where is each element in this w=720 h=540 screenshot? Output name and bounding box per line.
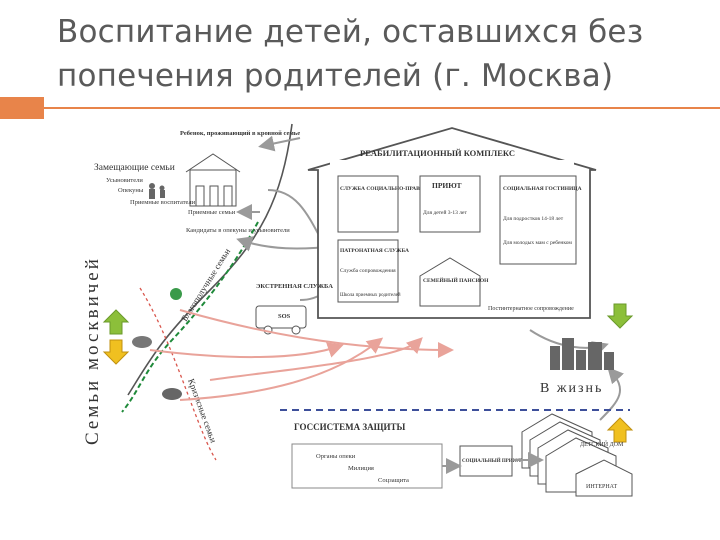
legal-service-box [337, 175, 399, 233]
state-system-title: ГОССИСТЕМА ЗАЩИТЫ [294, 422, 405, 432]
safe-families-line [121, 221, 259, 413]
replacement-item-2: Опекуны [118, 187, 144, 194]
storm-icon [162, 388, 182, 400]
shelter-note: Для детей 3-13 лет [423, 209, 467, 216]
social-hotel-note-2: Для молодых мам с ребенком [503, 239, 572, 246]
family-house-icon [185, 153, 241, 207]
crisis-families-line [139, 287, 217, 461]
school-label: Школа приемных родителей [340, 293, 401, 298]
state-item-3: Соцзащита [378, 477, 409, 484]
slide-title: Воспитание детей, оставшихся без попечен… [57, 14, 644, 94]
state-item-2: Милиция [348, 465, 374, 472]
sun-icon [170, 288, 182, 300]
social-hotel-box [499, 175, 577, 265]
shelter-box [419, 175, 481, 233]
emergency-service-label: ЭКСТРЕННАЯ СЛУЖБА [256, 283, 333, 290]
replacement-item-5: Кандидаты в опекуны и усыновители [186, 227, 290, 234]
title-accent-box [0, 97, 44, 119]
legal-service-label: СЛУЖБА СОЦИАЛЬНО-ПРАВОВОЙ ПОМОЩИ [340, 184, 467, 192]
patronage-box [337, 239, 399, 303]
complex-title: РЕАБИЛИТАЦИОННЫЙ КОМПЛЕКС [360, 148, 515, 158]
boarding-label: ИНТЕРНАТ [586, 484, 617, 490]
replacement-item-1: Усыновители [106, 177, 143, 184]
family-boundary-line [127, 123, 293, 396]
side-label: Семьи москвичей [82, 256, 103, 445]
patronage-label: ПАТРОНАТНАЯ СЛУЖБА [340, 248, 409, 254]
replacement-item-3: Приемные воспитатели [130, 199, 196, 206]
followup-label: Постинтернатное сопровождение [488, 306, 574, 312]
arrow-boarding-to-life [599, 367, 624, 421]
social-hotel-note: Для подростков 14-18 лет [503, 216, 564, 222]
right-up-arrow-icon [606, 417, 634, 443]
city-skyline-icon [550, 338, 614, 370]
crisis-families-label: Кризисные семьи [186, 377, 219, 444]
sos-label: SOS [278, 313, 291, 320]
social-hotel-label: СОЦИАЛЬНАЯ ГОСТИНИЦА [503, 186, 582, 192]
red-arrow-3 [209, 337, 423, 381]
right-down-arrow-icon [606, 303, 634, 329]
patronage-note: Служба сопровождения [340, 267, 396, 274]
family-people-icon [149, 183, 165, 199]
replacement-families-title: Замещающие семьи [94, 163, 175, 173]
social-shelter-label: СОЦИАЛЬНЫЙ ПРИЮТ [462, 458, 522, 464]
family-house-box [419, 257, 481, 307]
arrow-to-child-family [258, 135, 301, 152]
children-homes-stack [521, 413, 633, 497]
into-life-label: В жизнь [540, 381, 603, 396]
family-house-label: СЕМЕЙНЫЙ ПАНСИОН [423, 276, 489, 284]
cloud-rain-icon [132, 336, 152, 348]
title-underline [44, 107, 720, 109]
shelter-label: ПРИЮТ [432, 181, 462, 190]
red-arrow-1 [149, 342, 344, 359]
state-item-1: Органы опеки [316, 453, 356, 460]
red-arrow-2 [179, 337, 384, 401]
replacement-item-4: Приемные семьи [188, 209, 236, 216]
red-arrow-4 [179, 309, 454, 358]
children-home-label: ДЕТСКИЙ ДОМ [580, 440, 624, 448]
child-in-family-label: Ребенок, проживающий в кровной семье [180, 130, 300, 137]
state-system-box [291, 443, 443, 489]
left-updown-arrows-icon [102, 309, 130, 365]
